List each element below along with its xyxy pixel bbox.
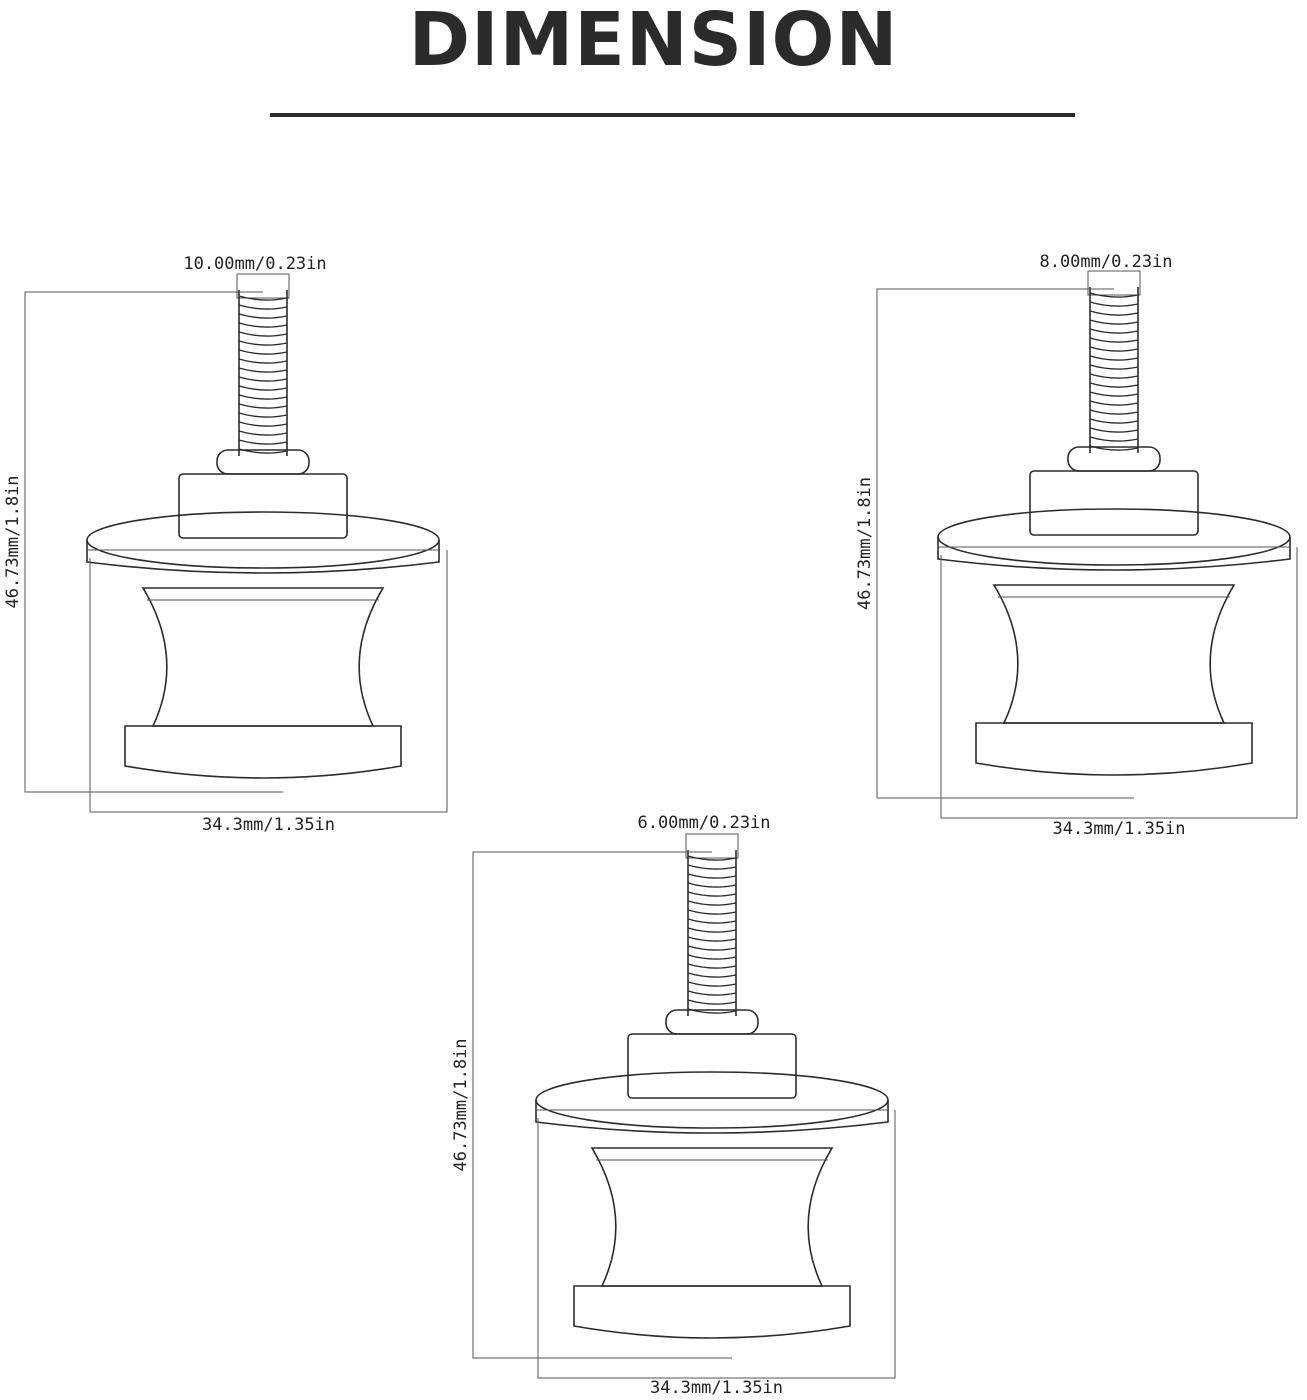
spool-body — [590, 1147, 834, 1287]
screw-thread — [1089, 287, 1139, 453]
width-dimension-line — [537, 1110, 896, 1379]
thread-size-label: 10.00mm/0.23in — [183, 254, 326, 274]
height-label: 46.73mm/1.8in — [451, 1038, 471, 1171]
flange — [937, 508, 1291, 571]
flange — [86, 511, 440, 574]
width-label: 34.3mm/1.35in — [650, 1378, 783, 1398]
height-label: 46.73mm/1.8in — [3, 475, 23, 608]
width-label: 34.3mm/1.35in — [1052, 819, 1185, 839]
thread-size-label: 6.00mm/0.23in — [637, 813, 770, 833]
spacer-drawing-2: 8.00mm/0.23in 46.73mm/1.8in 34.3mm/1.35in — [855, 252, 1298, 839]
base-ring — [975, 722, 1253, 776]
spacer-drawing-3: 6.00mm/0.23in 46.73mm/1.8in 34.3mm/1.35in — [451, 813, 896, 1398]
height-dimension-line — [876, 288, 1134, 799]
thread-dimension-box — [236, 273, 290, 299]
screw-thread — [687, 850, 737, 1016]
width-dimension-line — [89, 550, 448, 813]
collar — [178, 473, 348, 539]
thread-dimension-box — [1087, 270, 1141, 296]
spool-body — [141, 587, 385, 727]
height-dimension-line — [24, 291, 283, 793]
spacer-drawing-1: 10.00mm/0.23in 46.73mm/1.8in 34.3mm/1.35in — [3, 254, 448, 835]
height-dimension-line — [472, 851, 732, 1359]
thread-dimension-box — [685, 833, 739, 859]
collar — [627, 1033, 797, 1099]
flange — [535, 1071, 889, 1134]
base-ring — [124, 725, 402, 779]
thread-size-label: 8.00mm/0.23in — [1039, 252, 1172, 272]
collar — [1029, 470, 1199, 536]
title-divider — [270, 113, 1075, 117]
screw-thread — [238, 290, 288, 456]
page-title: DIMENSION — [408, 0, 899, 83]
width-dimension-line — [940, 547, 1298, 819]
height-label: 46.73mm/1.8in — [855, 477, 875, 610]
width-label: 34.3mm/1.35in — [202, 815, 335, 835]
base-ring — [573, 1285, 851, 1339]
spool-body — [992, 584, 1236, 724]
